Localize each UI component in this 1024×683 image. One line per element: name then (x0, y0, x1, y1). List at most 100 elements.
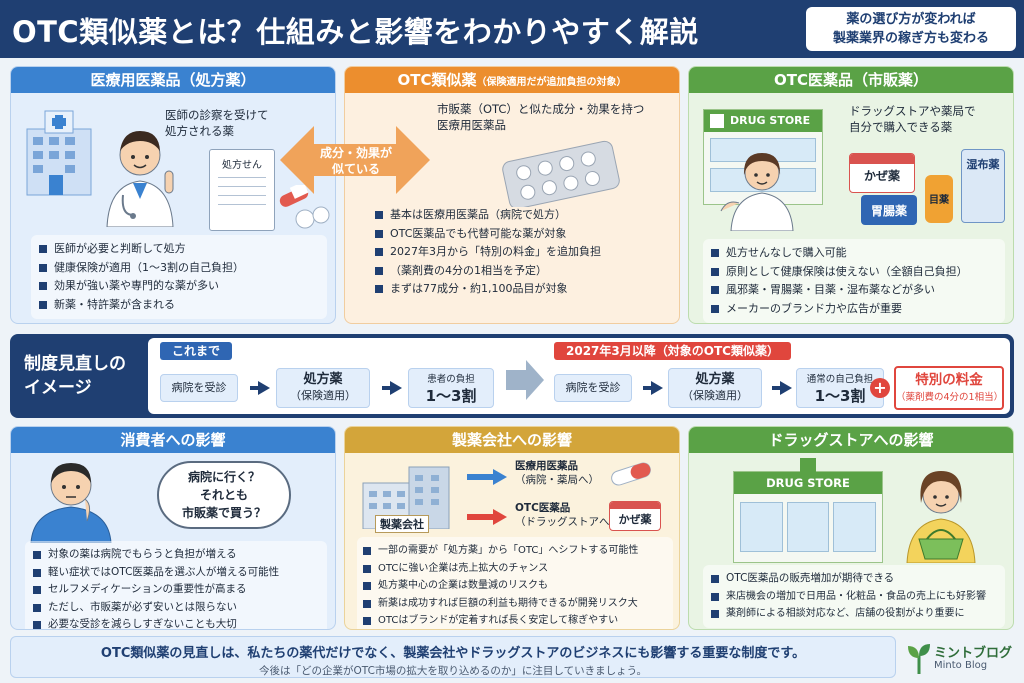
otc-like-heading-note: （保険適用だが追加負担の対象） (476, 77, 627, 88)
pharma-panel: 製薬会社への影響 製薬会社 医療用医薬品 （病院・薬局へ） OTC医薬品 （ドラ… (344, 426, 680, 630)
prescription-form-label: 処方せん (222, 160, 262, 171)
brand-sub: Minto Blog (934, 660, 988, 671)
otc-like-heading-title: OTC類似薬 (397, 71, 477, 89)
otc-like-description-line: 市販薬（OTC）と似た成分・効果を持つ (437, 102, 645, 116)
rx-bullet-list: 医師が必要と判断して処方 健康保険が適用（1〜3割の自己負担） 効果が強い薬や専… (31, 235, 327, 319)
header-badge-line: 薬の選び方が変われば (846, 12, 976, 27)
flow-step-rx: 処方薬 （保険適用） (668, 368, 762, 408)
hospital-icon (26, 110, 92, 196)
drugstore-sign: DRUG STORE (730, 114, 811, 127)
route-rx-line: （病院・薬局へ） (515, 474, 599, 486)
header: OTC類似薬とは？仕組みと影響をわかりやすく解説 薬の選び方が変われば 製薬業界… (0, 0, 1024, 58)
list-item: 健康保険が適用（1〜3割の自己負担） (39, 259, 319, 278)
system-revision-title: 制度見直しの イメージ (24, 352, 126, 400)
flow-arrow-icon (250, 381, 270, 395)
list-item: OTCはブランドが定着すれば長く安定して稼ぎやすい (363, 612, 667, 629)
rx-panel: 医療用医薬品（処方薬） 医師の診察を受けて 処方される薬 処方せん (10, 66, 336, 324)
consumer-heading: 消費者への影響 (11, 427, 335, 453)
pharmacist-icon (720, 153, 794, 231)
list-item: OTCに強い企業は売上拡大のチャンス (363, 560, 667, 578)
stomach-medicine-label: 胃腸薬 (870, 204, 907, 218)
flow-step-visit: 病院を受診 (160, 374, 238, 402)
otc-panel: OTC医薬品（市販薬） DRUG STORE ドラッグストアや薬局で 自分で購入… (688, 66, 1014, 324)
otc-description-line: ドラッグストアや薬局で (849, 104, 976, 118)
header-badge: 薬の選び方が変われば 製薬業界の稼ぎ方も変わる (806, 7, 1016, 51)
drugstore-building: DRUG STORE (733, 458, 883, 563)
list-item: 医師が必要と判断して処方 (39, 240, 319, 259)
shopper-icon (906, 471, 976, 563)
otc-description: ドラッグストアや薬局で 自分で購入できる薬 (849, 103, 976, 135)
flow-arrow-icon (382, 381, 402, 395)
doctor-icon (106, 131, 174, 227)
transition-arrow-icon (506, 360, 544, 400)
double-arrow-icon (280, 126, 430, 194)
rx-description: 医師の診察を受けて 処方される薬 (165, 107, 269, 139)
list-item: 必要な受診を減らしすぎないことも大切 (33, 616, 319, 629)
brand-name: ミントブログ (934, 646, 1013, 661)
flow-step-burden: 患者の負担 1〜3割 (408, 368, 494, 408)
list-item: OTC医薬品の販売増加が期待できる (711, 570, 997, 588)
route-rx: 医療用医薬品 （病院・薬局へ） (515, 459, 599, 487)
prescription-form: 処方せん (209, 149, 275, 231)
route-otc: OTC医薬品 （ドラッグストアへ） (515, 501, 620, 529)
otc-description-line: 自分で購入できる薬 (849, 120, 953, 134)
rx-description-line: 医師の診察を受けて (165, 108, 269, 122)
list-item: 効果が強い薬や専門的な薬が多い (39, 277, 319, 296)
pharma-heading: 製薬会社への影響 (345, 427, 679, 453)
double-arrow-label: 成分・効果が 似ている (306, 145, 406, 177)
list-item: 新薬・特許薬が含まれる (39, 296, 319, 315)
stomach-medicine-box: 胃腸薬 (861, 195, 917, 225)
pharma-bullet-list: 一部の需要が「処方薬」から「OTC」へシフトする可能性 OTCに強い企業は売上拡… (357, 537, 673, 629)
list-item: 2027年3月から「特別の料金」を追加負担 (375, 243, 659, 262)
flow-arrow-icon (643, 381, 663, 395)
route-arrow-blue-icon (467, 469, 507, 485)
route-arrow-red-icon (467, 509, 507, 525)
otc-like-description: 市販薬（OTC）と似た成分・効果を持つ 医療用医薬品 (437, 101, 644, 133)
list-item: ただし、市販薬が必ず安いとは限らない (33, 599, 319, 617)
double-arrow-label-line: 似ている (331, 162, 380, 176)
eye-drops-box: 目薬 (925, 175, 953, 223)
page-title: OTC類似薬とは？仕組みと影響をわかりやすく解説 (12, 15, 699, 49)
flow-step-burden-value: 1〜3割 (425, 387, 477, 405)
rx-heading: 医療用医薬品（処方薬） (11, 67, 335, 93)
flow-step-rx-sub: （保険適用） (682, 389, 748, 402)
header-badge-line: 製薬業界の稼ぎ方も変わる (832, 31, 989, 46)
otc-like-description-line: 医療用医薬品 (437, 118, 506, 132)
flow-step-visit-label: 病院を受診 (565, 381, 621, 394)
list-item: メーカーのブランド力や広告が重要 (711, 300, 997, 319)
list-item: 薬剤師による相談対応など、店舗の役割がより重要に (711, 605, 997, 623)
system-revision-band: 制度見直しの イメージ これまで 病院を受診 処方薬 （保険適用） 患者の負担 … (10, 334, 1014, 418)
flow-step-normal-label: 通常の自己負担 (806, 374, 874, 385)
list-item: 一部の需要が「処方薬」から「OTC」へシフトする可能性 (363, 542, 667, 560)
otc-like-panel: OTC類似薬（保険適用だが追加負担の対象） 市販薬（OTC）と似た成分・効果を持… (344, 66, 680, 324)
otc-like-bullet-list: 基本は医療用医薬品（病院で処方） OTC医薬品でも代替可能な薬が対象 2027年… (367, 201, 667, 304)
system-revision-title-line: 制度見直しの (24, 354, 126, 374)
thought-bubble: 病院に行く？ それとも 市販薬で買う？ (157, 461, 291, 529)
brand-logo[interactable]: ミントブログ Minto Blog (904, 638, 1020, 678)
drugstore-bullet-list: OTC医薬品の販売増加が期待できる 来店機会の増加で日用品・化粧品・食品の売上に… (703, 565, 1005, 628)
list-item: 処方せんなしで購入可能 (711, 244, 997, 263)
company-label: 製薬会社 (375, 515, 429, 533)
route-otc-line: OTC医薬品 (515, 502, 571, 514)
patch-medicine-label: 湿布薬 (966, 158, 1000, 171)
footer-summary: OTC類似薬の見直しは、私たちの薬代だけでなく、製薬会社やドラッグストアのビジネ… (10, 636, 896, 678)
otc-bullet-list: 処方せんなしで購入可能 原則として健康保険は使えない（全額自己負担） 風邪薬・胃… (703, 239, 1005, 323)
double-arrow-label-line: 成分・効果が (319, 146, 392, 160)
cold-medicine-box: かぜ薬 (849, 153, 915, 193)
thought-bubble-line: 病院に行く？ (187, 470, 260, 484)
before-tag: これまで (160, 342, 233, 360)
special-fee-label: 特別の料金 (915, 372, 983, 388)
special-fee-box: 特別の料金 （薬剤費の4分の1相当） (894, 366, 1004, 410)
cold-medicine-label: かぜ薬 (863, 169, 900, 183)
list-item: 基本は医療用医薬品（病院で処方） (375, 206, 659, 225)
eye-drops-label: 目薬 (929, 195, 949, 206)
cold-medicine-label: かぜ薬 (618, 513, 652, 526)
drugstore-cross-icon (800, 458, 816, 474)
cold-medicine-box: かぜ薬 (609, 501, 661, 531)
flow-step-burden-label: 患者の負担 (427, 374, 475, 385)
list-item: OTC医薬品でも代替可能な薬が対象 (375, 225, 659, 244)
system-revision-title-line: イメージ (24, 378, 92, 398)
patch-medicine-box: 湿布薬 (961, 149, 1005, 223)
thinking-person-icon (30, 463, 112, 543)
list-item: 対象の薬は病院でもらうと負担が増える (33, 546, 319, 564)
